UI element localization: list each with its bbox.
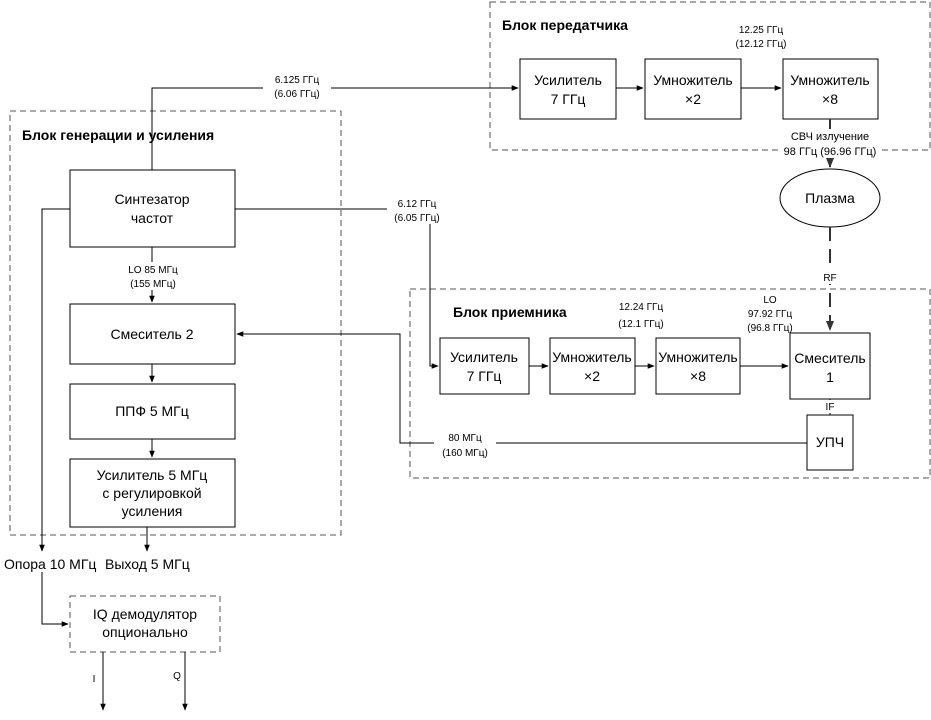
svg-text:частот: частот: [131, 210, 174, 226]
svg-text:12.25 ГГц: 12.25 ГГц: [739, 25, 784, 36]
svg-text:Умножитель: Умножитель: [790, 72, 869, 88]
svg-text:(12.1 ГГц): (12.1 ГГц): [618, 319, 663, 330]
rx-amplifier-block: Усилитель 7 ГГц: [439, 337, 530, 395]
rf-label: RF: [819, 270, 841, 284]
svg-text:7 ГГц: 7 ГГц: [551, 91, 586, 107]
svg-text:ППФ 5 МГц: ППФ 5 МГц: [115, 403, 189, 419]
svg-text:Плазма: Плазма: [805, 190, 855, 206]
svg-text:IF: IF: [826, 402, 835, 413]
bandpass-filter-block: ППФ 5 МГц: [69, 383, 236, 440]
svg-text:Смеситель: Смеситель: [794, 350, 865, 366]
output-5-mhz-label: Выход 5 МГц: [105, 556, 190, 572]
svg-text:LO: LO: [763, 295, 777, 306]
iq-demodulator-block: IQ демодулятор опционально: [69, 595, 221, 653]
svg-text:×8: ×8: [690, 368, 706, 384]
synth-reference-line: [39, 208, 70, 552]
svg-text:×2: ×2: [685, 91, 701, 107]
svg-text:Смеситель 2: Смеситель 2: [110, 326, 193, 342]
svg-text:опционально: опционально: [102, 624, 188, 640]
svg-text:Синтезатор: Синтезатор: [114, 191, 189, 207]
if-amplifier-block: Усилитель 5 МГц с регулировкой усиления: [69, 458, 236, 528]
svg-text:80 МГц: 80 МГц: [448, 433, 482, 444]
rx-multiplier-x2-block: Умножитель ×2: [549, 337, 636, 395]
q-output-label: Q: [173, 671, 181, 682]
svg-text:(12.12 ГГц): (12.12 ГГц): [735, 39, 786, 50]
svg-text:98 ГГц (96.96 ГГц): 98 ГГц (96.96 ГГц): [784, 146, 877, 158]
svg-text:усиления: усиления: [122, 503, 183, 519]
svg-text:Усилитель 5 МГц: Усилитель 5 МГц: [97, 467, 208, 483]
svg-text:(160 МГц): (160 МГц): [442, 448, 488, 459]
svg-text:1: 1: [826, 369, 834, 385]
tx-input-frequency-label: 6.125 ГГц (6.06 ГГц): [263, 72, 331, 102]
svg-text:Умножитель: Умножитель: [653, 72, 732, 88]
tx-multiplier-x8-block: Умножитель ×8: [782, 58, 879, 120]
svg-text:с регулировкой: с регулировкой: [102, 485, 201, 501]
frequency-synthesizer-block: Синтезатор частот: [69, 169, 236, 248]
rx-input-frequency-label: 6.12 ГГц (6.05 ГГц): [387, 196, 447, 224]
if-label: IF: [822, 400, 838, 413]
i-output-label: I: [93, 674, 96, 685]
microwave-radiation-label: СВЧ излучение 98 ГГц (96.96 ГГц): [778, 129, 882, 158]
receiver-group-title: Блок приемника: [453, 304, 567, 320]
svg-text:Умножитель: Умножитель: [658, 349, 737, 365]
lo-97-ghz-label: LO 97.92 ГГц (96.8 ГГц): [747, 295, 792, 334]
tx-mid-frequency-label: 12.25 ГГц (12.12 ГГц): [735, 25, 786, 50]
mixer-1-block: Смеситель 1: [789, 332, 871, 400]
generation-group-frame: [9, 110, 342, 536]
rx-mid-frequency-label: 12.24 ГГц (12.1 ГГц): [618, 302, 663, 330]
svg-text:(155 МГц): (155 МГц): [130, 279, 176, 290]
tx-multiplier-x2-block: Умножитель ×2: [644, 58, 742, 120]
transmitter-group-title: Блок передатчика: [502, 17, 628, 33]
plasma-node: Плазма: [779, 168, 881, 228]
reference-10-mhz-label: Опора 10 МГц: [4, 556, 96, 572]
svg-text:Усилитель: Усилитель: [534, 72, 602, 88]
svg-text:7 ГГц: 7 ГГц: [467, 368, 502, 384]
synth-to-tx-amp-line: [151, 85, 519, 170]
svg-text:LO 85 МГц: LO 85 МГц: [128, 265, 178, 276]
svg-text:Умножитель: Умножитель: [552, 349, 631, 365]
transmitter-group-frame: [489, 1, 931, 151]
receiver-group-frame: [409, 288, 931, 479]
tx-amplifier-block: Усилитель 7 ГГц: [519, 58, 617, 120]
svg-text:(96.8 ГГц): (96.8 ГГц): [747, 323, 792, 334]
svg-text:(6.05 ГГц): (6.05 ГГц): [394, 213, 439, 224]
svg-text:(6.06 ГГц): (6.06 ГГц): [274, 89, 319, 100]
svg-text:СВЧ излучение: СВЧ излучение: [791, 131, 869, 143]
lo-85-mhz-label: LO 85 МГц (155 МГц): [118, 262, 186, 290]
svg-text:IQ демодулятор: IQ демодулятор: [93, 606, 197, 622]
if-preamp-upch-block: УПЧ: [806, 414, 854, 471]
svg-text:Усилитель: Усилитель: [450, 349, 518, 365]
upch-to-mixer2-line: [236, 331, 807, 444]
svg-text:×2: ×2: [584, 368, 600, 384]
svg-text:97.92 ГГц: 97.92 ГГц: [748, 309, 793, 320]
svg-text:6.125 ГГц: 6.125 ГГц: [275, 75, 320, 86]
synth-to-rx-amp-line: [235, 208, 439, 369]
rx-multiplier-x8-block: Умножитель ×8: [655, 337, 741, 395]
svg-text:×8: ×8: [822, 91, 838, 107]
reference-to-iq-line: [41, 572, 69, 627]
if-80-mhz-label: 80 МГц (160 МГц): [434, 430, 496, 460]
svg-text:6.12 ГГц: 6.12 ГГц: [398, 199, 437, 210]
svg-text:RF: RF: [823, 273, 836, 284]
mixer-2-block: Смеситель 2: [69, 303, 236, 365]
generation-group-title: Блок генерации и усиления: [22, 127, 214, 143]
svg-text:УПЧ: УПЧ: [816, 434, 844, 450]
svg-text:12.24 ГГц: 12.24 ГГц: [619, 302, 664, 313]
